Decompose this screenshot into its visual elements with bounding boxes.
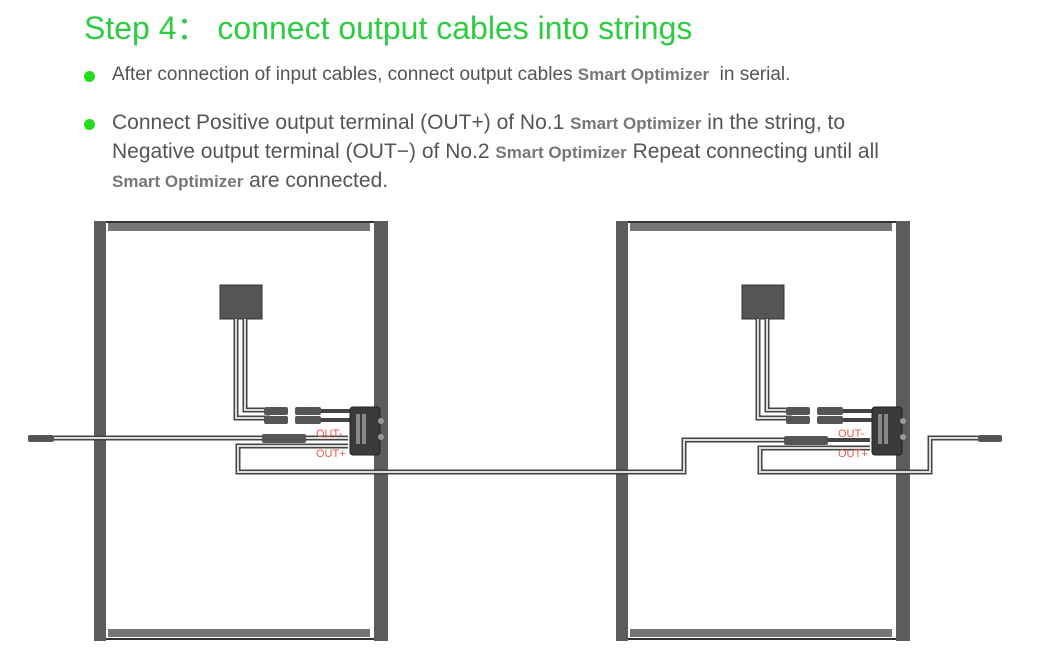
green-bullet-icon (84, 71, 95, 82)
panel-2-left-rail (616, 221, 628, 641)
out-minus-connector-2 (784, 436, 828, 445)
panel-1-top-bar (108, 223, 370, 231)
bullet-2-l3-term: Smart Optimizer (112, 172, 244, 191)
out-plus-label-1: OUT+ (316, 448, 346, 460)
input-connectors-1 (264, 407, 352, 424)
junction-box-1 (219, 284, 270, 421)
smart-optimizer-1 (349, 406, 384, 456)
connector-1a (264, 407, 288, 415)
bullet-2-l1-pre: Connect Positive output terminal (OUT+) … (112, 111, 571, 134)
panel-2-top-bar (630, 223, 892, 231)
out-minus-label-2: OUT- (838, 428, 865, 440)
string-end-connector-left (28, 435, 54, 442)
junction-box-2 (741, 284, 792, 421)
bullet-2-l3-post: are connected. (243, 169, 389, 192)
connector-2d (817, 416, 843, 424)
bullet-1-post: in serial. (709, 64, 791, 85)
out-minus-connector-1 (262, 434, 306, 443)
bullet-2-l1-post: in the string, to (701, 111, 846, 134)
connector-2b (786, 416, 810, 424)
bullet-2-l2-pre: Negative output terminal (OUT−) of No.2 (112, 140, 496, 163)
panel-1-left-rail (94, 221, 106, 641)
bullet-2-line-3: Smart Optimizer are connected. (112, 166, 388, 196)
bullet-1-pre: After connection of input cables, connec… (112, 64, 578, 85)
connector-1d (295, 416, 321, 424)
bullet-2-l1-term: Smart Optimizer (570, 114, 702, 133)
panel-2-bottom-bar (630, 629, 892, 637)
out-minus-label-1: OUT- (316, 428, 343, 440)
panel-1-right-rail (374, 221, 388, 641)
input-connectors-2 (786, 407, 874, 424)
output-cables (28, 434, 1002, 475)
panel-1-bottom-bar (108, 629, 370, 637)
bullet-2-line-1: Connect Positive output terminal (OUT+) … (112, 108, 845, 138)
string-end-connector-right (978, 435, 1002, 442)
bullet-1-term: Smart Optimizer (577, 65, 710, 84)
bullet-1-text: After connection of input cables, connec… (112, 60, 1044, 89)
connector-1b (264, 416, 288, 424)
solar-panel-1 (94, 221, 388, 641)
solar-panel-2 (616, 221, 910, 641)
connector-1c (295, 407, 321, 415)
junction-box-2-body (741, 284, 785, 320)
junction-box-1-body (219, 284, 263, 320)
bullet-2-l2-post: Repeat connecting until all (626, 140, 879, 163)
green-bullet-icon (84, 119, 95, 130)
bullet-2-l2-term: Smart Optimizer (495, 143, 627, 162)
smart-optimizer-2 (871, 406, 906, 456)
out-plus-label-2: OUT+ (838, 448, 868, 460)
connector-2a (786, 407, 810, 415)
bullet-2-line-2: Negative output terminal (OUT−) of No.2 … (112, 137, 879, 167)
page-title: Step 4： connect output cables into strin… (84, 10, 693, 46)
connector-2c (817, 407, 843, 415)
panel-2-right-rail (896, 221, 910, 641)
